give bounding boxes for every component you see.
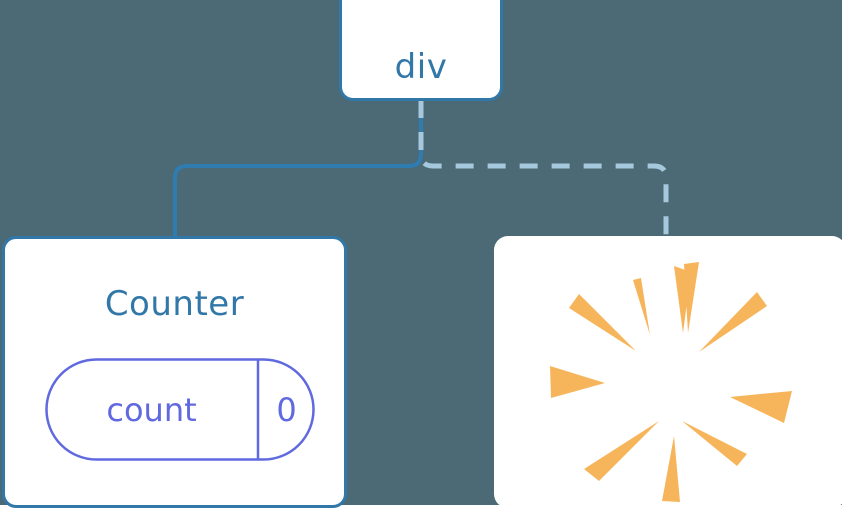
edge-div-to-effect [418, 100, 669, 238]
edge-div-to-counter [173, 100, 423, 238]
state-name-label: count [106, 390, 197, 429]
node-effect[interactable] [494, 236, 842, 508]
state-value-label: 0 [276, 390, 297, 429]
node-counter[interactable]: Counter count 0 [2, 236, 347, 508]
node-div-label: div [394, 47, 448, 87]
state-pill-shape [45, 358, 315, 461]
sparkle-rays [550, 262, 792, 502]
node-counter-label: Counter [104, 284, 245, 324]
state-pill-count[interactable]: count 0 [45, 358, 315, 461]
sparkle-burst-icon [550, 262, 792, 502]
node-div[interactable]: div [339, 0, 503, 101]
